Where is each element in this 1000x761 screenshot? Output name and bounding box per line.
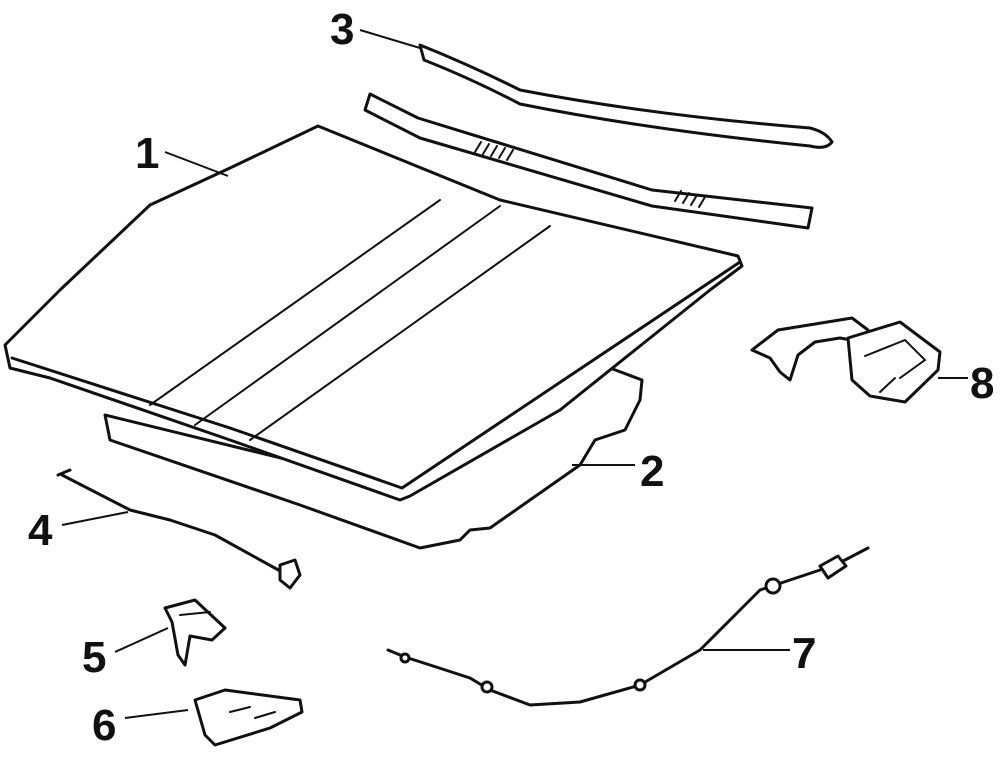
release-cable-part — [386, 546, 870, 707]
callout-2: 2 — [640, 447, 664, 496]
callout-5: 5 — [82, 633, 106, 682]
callout-labels: 1 2 3 4 5 6 7 8 — [28, 5, 994, 750]
callout-6: 6 — [92, 701, 116, 750]
cowl-vent-panel — [363, 92, 814, 230]
callout-3: 3 — [330, 5, 354, 54]
callout-1: 1 — [135, 129, 159, 178]
callout-7: 7 — [792, 629, 816, 678]
callout-8: 8 — [970, 359, 994, 408]
latch-plate-part — [193, 688, 304, 747]
hood-hinge-part — [750, 316, 942, 404]
hood-panel-part — [3, 124, 744, 502]
leader-lines — [61, 29, 968, 719]
prop-rod-part — [56, 468, 302, 590]
hood-latch-part — [163, 598, 227, 667]
callout-4: 4 — [28, 506, 53, 555]
weatherstrip-part — [418, 43, 834, 149]
